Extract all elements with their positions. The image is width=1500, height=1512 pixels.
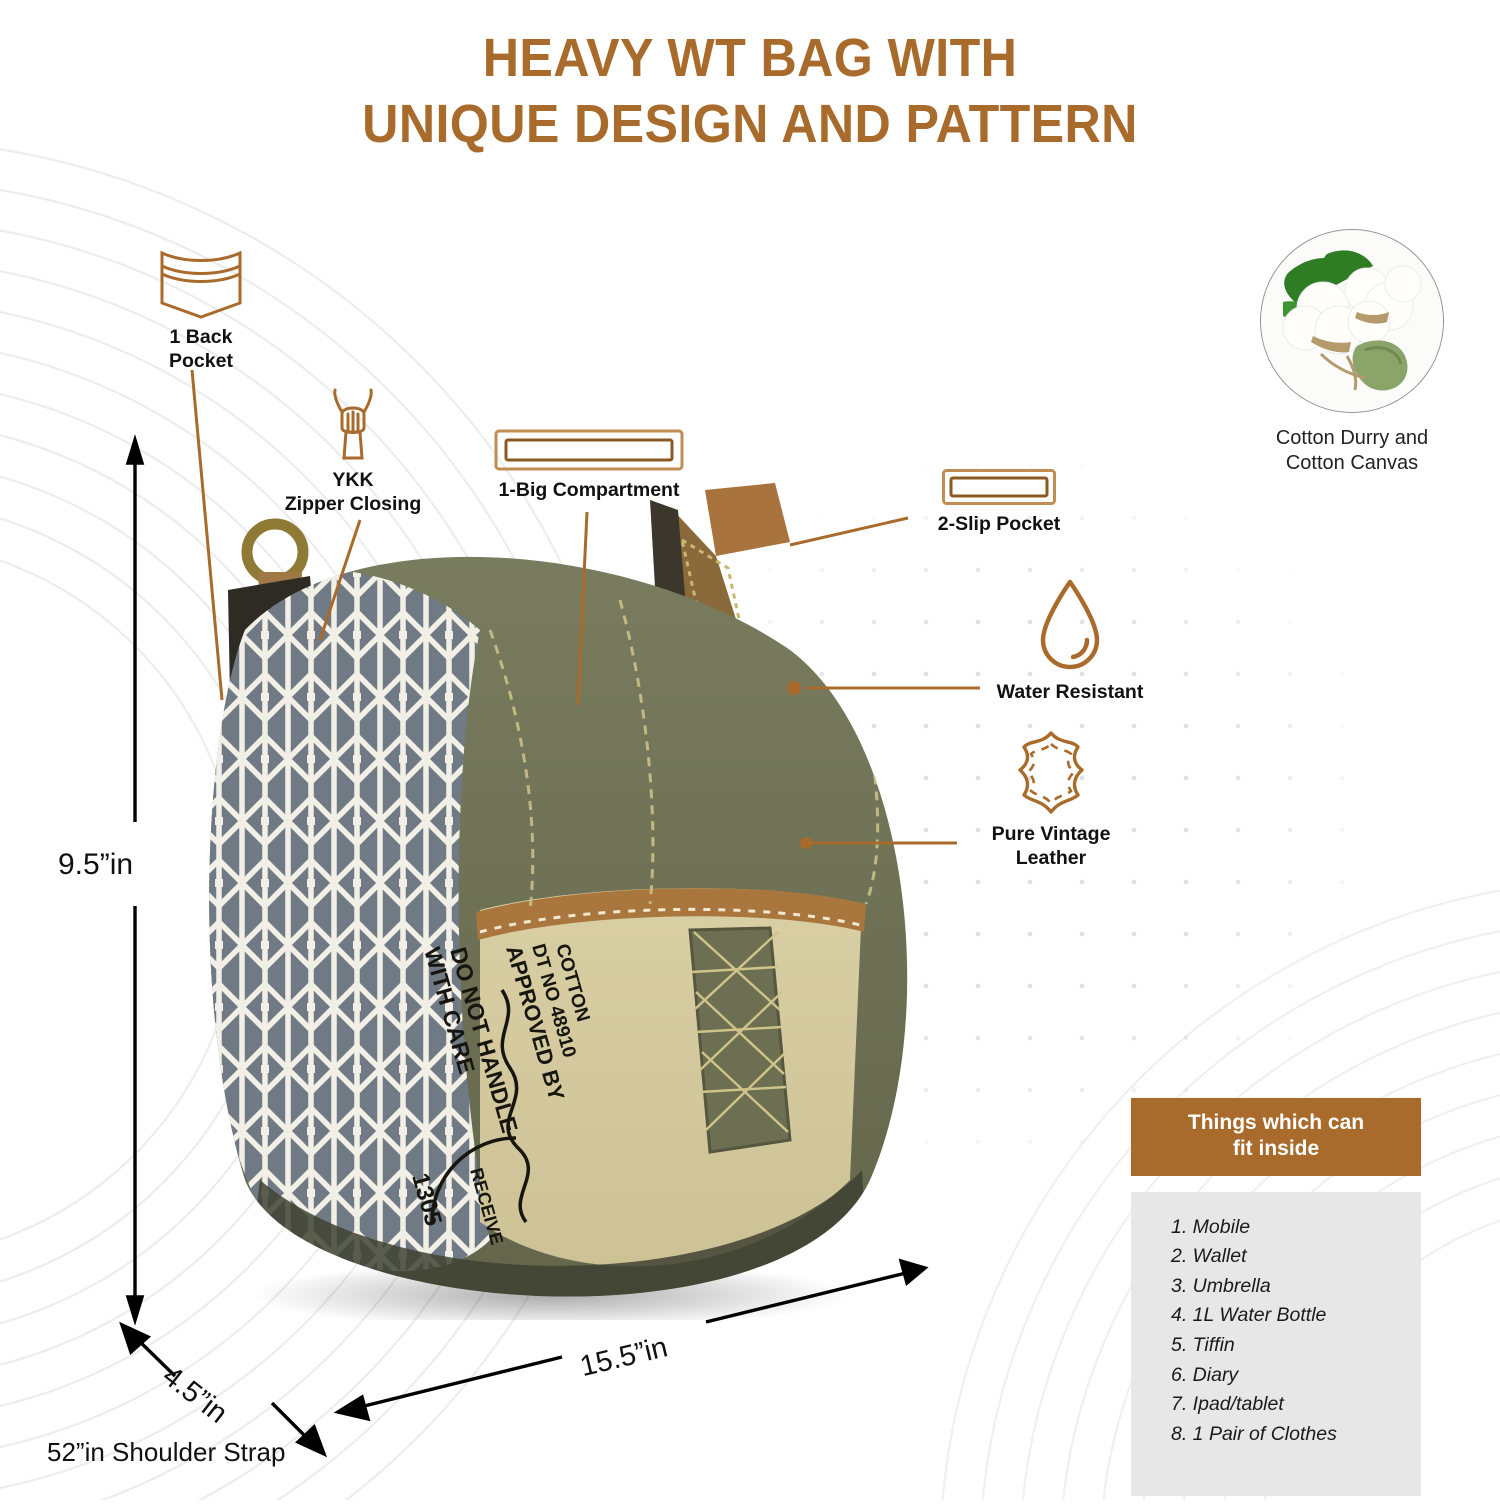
list-item: 8. 1 Pair of Clothes (1171, 1422, 1337, 1445)
leader-ykk (318, 519, 362, 641)
page-title: HEAVY WT BAG WITH UNIQUE DESIGN AND PATT… (0, 26, 1500, 158)
list-item: 7. Ipad/tablet (1171, 1393, 1284, 1416)
back-pocket-icon (160, 250, 242, 319)
depth-dimension-arrow (119, 1321, 328, 1458)
hobo-shoulder-bag-photo: COTTON DT NO 48910 APPROVED BY DO NOT HA… (209, 483, 908, 1320)
leader-big-compartment (576, 511, 589, 706)
height-dimension-arrow (125, 434, 145, 1326)
compartment-icon (494, 429, 684, 471)
feature-label: 2-Slip Pocket (937, 513, 1061, 535)
print-signature (500, 989, 531, 1224)
feature-label: YKK Zipper Closing (284, 469, 422, 515)
leader-back-pocket (190, 369, 224, 701)
zipper-icon (333, 388, 373, 460)
list-item: 2. Wallet (1171, 1245, 1247, 1268)
feature-big-compartment[interactable]: 1-Big Compartment (478, 428, 700, 503)
leather-hide-icon (1018, 731, 1084, 814)
dimension-strap-label: 52”in Shoulder Strap (47, 1437, 286, 1467)
water-drop-icon (1040, 579, 1100, 670)
feature-vintage-leather[interactable]: Pure Vintage Leather (958, 730, 1144, 871)
material-badge-caption: Cotton Durry and Cotton Canvas (1275, 427, 1429, 475)
feature-label: Water Resistant (996, 681, 1144, 703)
list-item: 1. Mobile (1171, 1215, 1251, 1238)
dimension-height-label: 9.5”in (58, 848, 134, 881)
feature-ykk-zipper[interactable]: YKK Zipper Closing (268, 388, 438, 517)
feature-slip-pocket[interactable]: 2-Slip Pocket (908, 468, 1090, 537)
feature-label: 1 Back Pocket (169, 326, 233, 372)
title-line-2: UNIQUE DESIGN AND PATTERN (362, 93, 1138, 154)
list-item: 4. 1L Water Bottle (1171, 1304, 1327, 1327)
print-stamp-circle (430, 1136, 517, 1223)
leader-slip-pocket (789, 516, 909, 547)
fit-inside-heading: Things which can fit inside (1131, 1098, 1421, 1176)
width-dimension-arrow (333, 1258, 929, 1422)
feature-label: 1-Big Compartment (498, 479, 680, 501)
list-item: 3. Umbrella (1171, 1274, 1271, 1297)
material-badge: Cotton Durry and Cotton Canvas (1246, 229, 1458, 476)
leader-dot-leather (800, 837, 812, 849)
feature-back-pocket[interactable]: 1 Back Pocket (116, 245, 286, 374)
leader-dot-water (787, 681, 801, 695)
title-line-1: HEAVY WT BAG WITH (482, 28, 1018, 88)
list-item: 6. Diary (1171, 1363, 1239, 1386)
cotton-bolls-photo (1260, 229, 1444, 413)
list-item: 5. Tiffin (1171, 1334, 1235, 1356)
feature-water-resistant[interactable]: Water Resistant (982, 578, 1158, 705)
fit-inside-list: 1. Mobile 2. Wallet 3. Umbrella 4. 1L Wa… (1131, 1191, 1421, 1496)
fit-inside-card: Things which can fit inside 1. Mobile 2.… (1131, 1098, 1421, 1512)
feature-label: Pure Vintage Leather (991, 823, 1111, 869)
slip-pocket-icon (942, 469, 1056, 505)
